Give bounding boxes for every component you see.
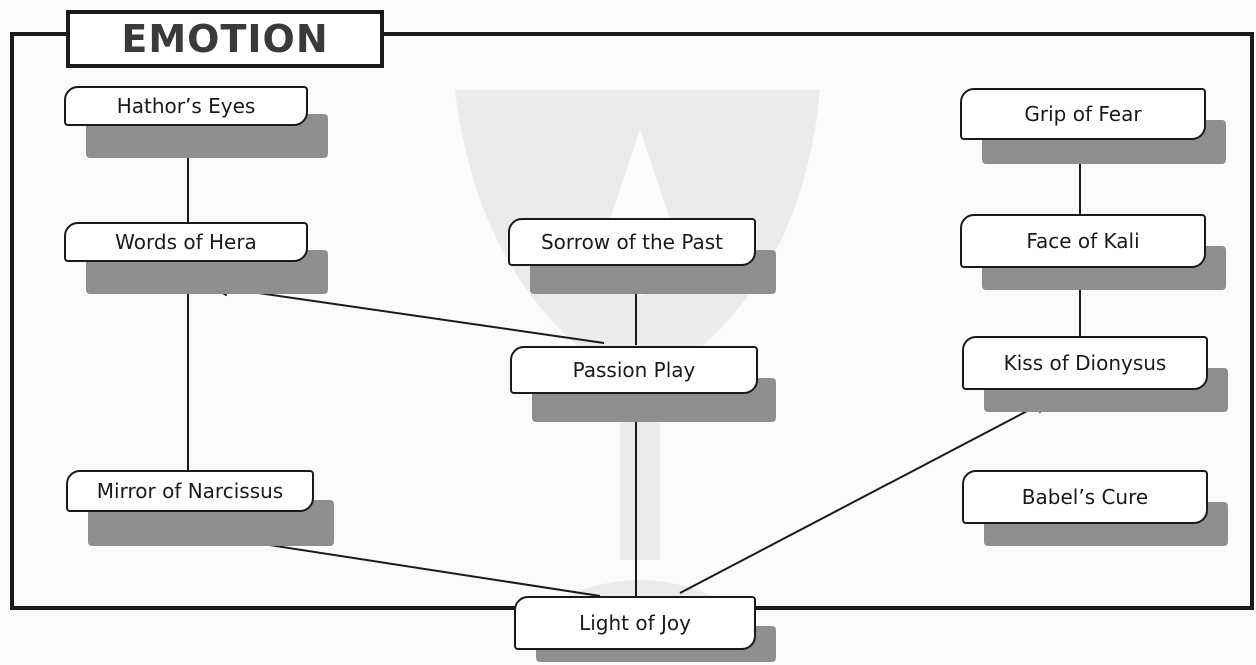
node-label: Words of Hera [64,222,308,262]
node-label: Grip of Fear [960,88,1206,140]
node-label: Passion Play [510,346,758,394]
node-label: Sorrow of the Past [508,218,756,266]
title-box: EMOTION [66,10,384,68]
node-label: Kiss of Dionysus [962,336,1208,390]
arrow-edge [210,286,604,343]
node-label: Babel’s Cure [962,470,1208,524]
node-label: Face of Kali [960,214,1206,268]
node-label: Light of Joy [514,596,756,650]
diagram-title: EMOTION [121,17,328,61]
node-label: Mirror of Narcissus [66,470,314,512]
node-label: Hathor’s Eyes [64,86,308,126]
